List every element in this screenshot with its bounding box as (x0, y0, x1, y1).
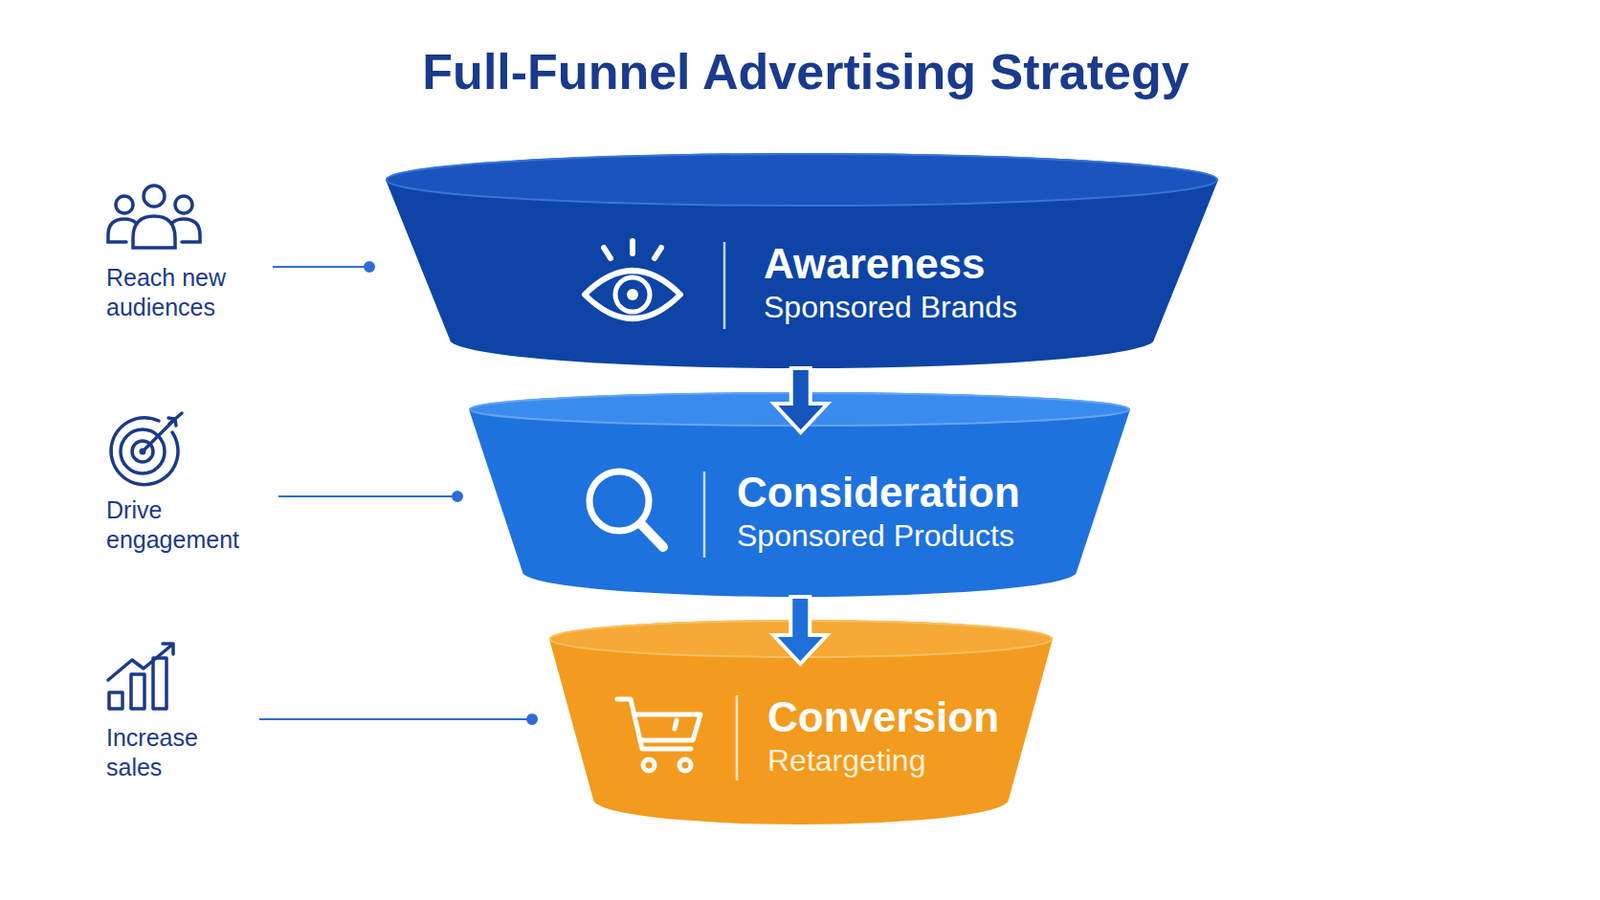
icon-head (175, 196, 193, 214)
cart-basket (634, 714, 701, 741)
leader-line (272, 266, 370, 268)
chart-trend (108, 644, 173, 681)
side-label: Drive engagement (106, 495, 260, 556)
band-body (549, 620, 1053, 825)
eye-lash (603, 247, 611, 259)
eye-iris (615, 277, 650, 312)
chart-bar (153, 658, 167, 710)
band-divider (723, 242, 727, 330)
funnel-band: ConversionRetargeting (549, 620, 1053, 825)
band-opening (550, 621, 1052, 658)
flow-arrow (774, 368, 828, 433)
icon-head (143, 185, 165, 207)
cart-wheel (679, 759, 691, 772)
eye-lash (654, 247, 662, 259)
band-text: ConsiderationSponsored Products (736, 466, 1021, 555)
band-divider (735, 695, 739, 781)
icon-body (108, 219, 136, 243)
cart-frame (617, 699, 691, 750)
target-icon (111, 413, 182, 486)
chart-bar (109, 692, 123, 710)
leader-dot (364, 262, 375, 272)
eye-icon (584, 241, 681, 319)
band-text: AwarenessSponsored Brands (763, 238, 1018, 326)
band-body (468, 392, 1131, 598)
stage-heading: Awareness (763, 238, 1018, 289)
leader-line (259, 718, 533, 721)
leader-dot (527, 714, 537, 725)
search-lens (589, 471, 649, 532)
funnel-band: ConsiderationSponsored Products (468, 392, 1131, 598)
leader-dot (452, 491, 463, 502)
target-dot (139, 448, 147, 456)
stage-heading: Consideration (736, 466, 1021, 518)
stage-heading: Conversion (767, 691, 1000, 743)
ad-type: Retargeting (767, 742, 1000, 779)
icon-ring (111, 418, 178, 486)
funnel-band: AwarenessSponsored Brands (385, 153, 1219, 369)
eye-lash (629, 241, 636, 254)
cart-mark (674, 720, 677, 730)
cart-icon (617, 699, 701, 772)
cart-wheel (643, 759, 655, 772)
side-label: Reach new audiences (106, 263, 260, 323)
eye-outline (584, 270, 681, 319)
icon-body (133, 216, 176, 248)
leader-line (278, 495, 458, 498)
search-icon (589, 471, 664, 548)
band-divider (703, 471, 707, 558)
eye-pupil (626, 288, 639, 301)
ad-type: Sponsored Brands (763, 288, 1018, 326)
icon-head (115, 196, 134, 214)
band-body (385, 153, 1219, 369)
band-opening (469, 393, 1130, 426)
chart-trend-head (162, 644, 174, 655)
band-opening (386, 154, 1218, 206)
ad-type: Sponsored Products (736, 517, 1021, 555)
chart-icon (108, 644, 174, 710)
diagram-title: Full-Funnel Advertising Strategy (9, 42, 1600, 102)
flow-arrow (773, 597, 827, 665)
icon-arrow (168, 413, 182, 426)
search-handle (641, 524, 664, 548)
audience-icon (108, 185, 200, 248)
band-text: ConversionRetargeting (767, 691, 1000, 779)
chart-bar (131, 674, 145, 710)
icon-body (172, 219, 200, 243)
side-label: Increase sales (106, 723, 260, 783)
